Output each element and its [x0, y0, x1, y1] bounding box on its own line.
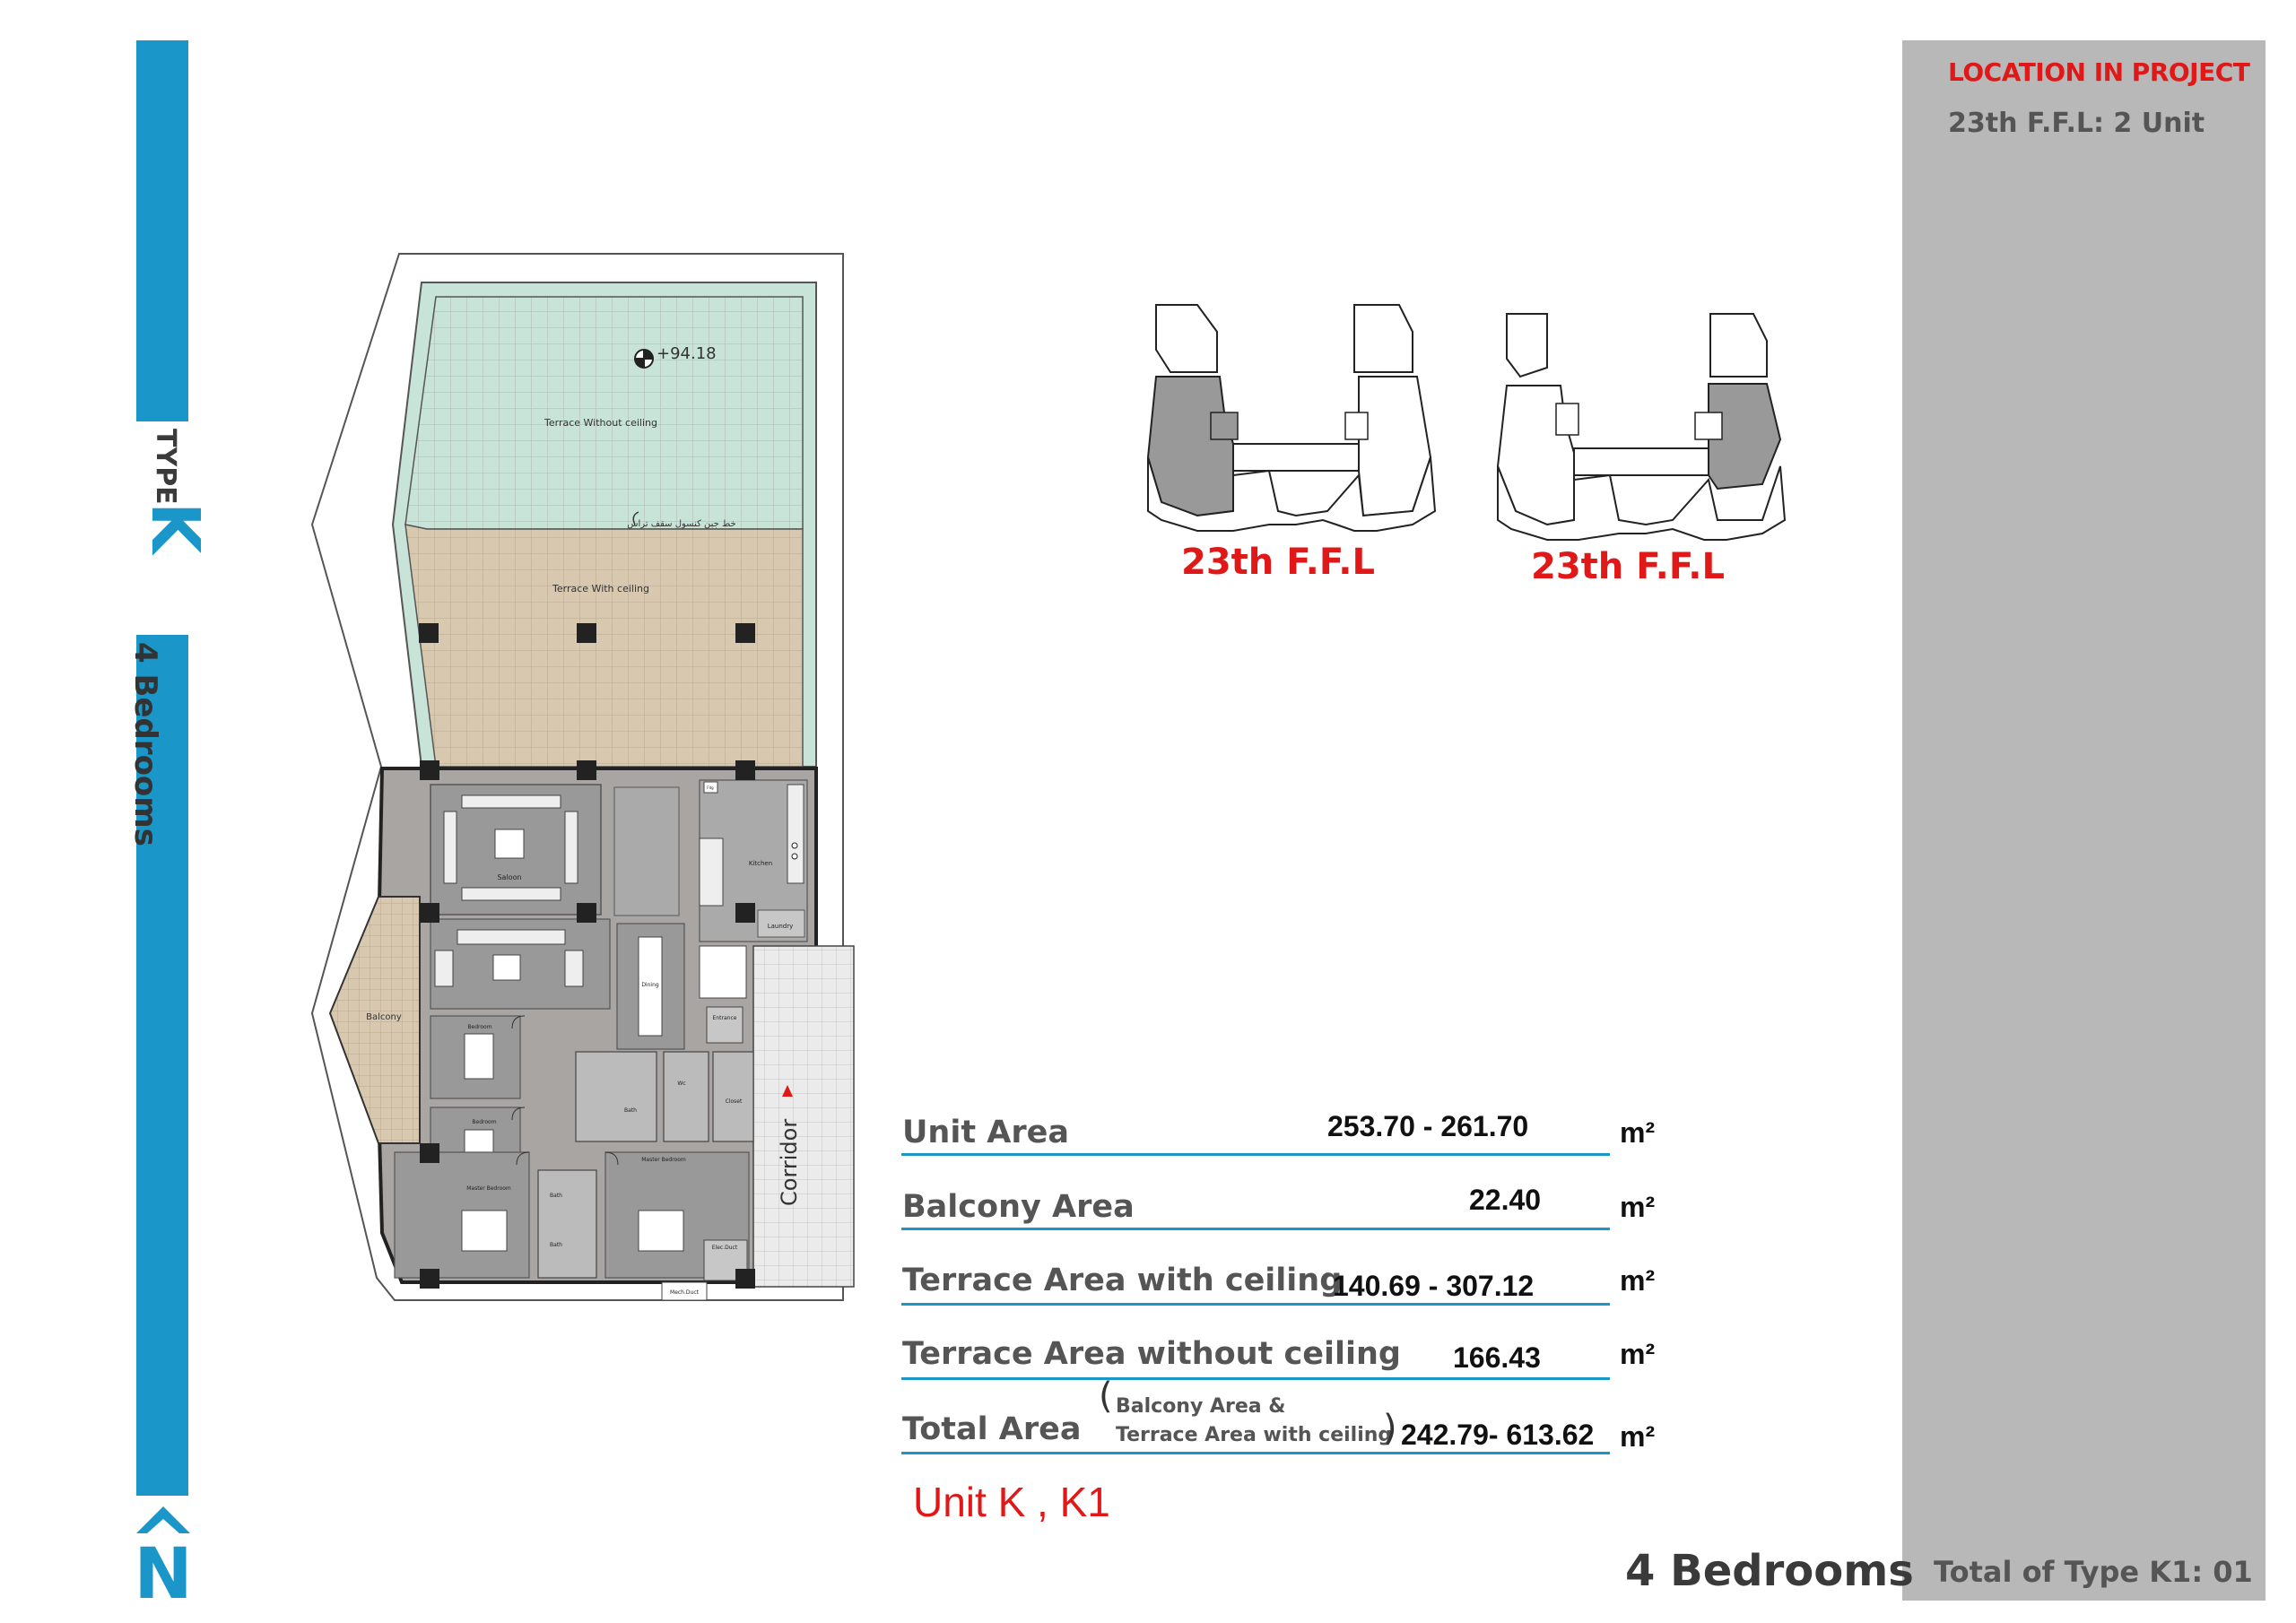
plan-closet-label: Closet [726, 1098, 743, 1105]
plan-mech-duct-label: Mech.Duct [670, 1289, 700, 1296]
balcony-area-value: 22.40 [1469, 1184, 1542, 1216]
plan-level-label: +94.18 [657, 344, 717, 363]
unit-area-line [901, 1153, 1610, 1156]
location-floor-units: 23th F.F.L: 2 Unit [1948, 108, 2205, 139]
unit-area-value: 253.70 - 261.70 [1327, 1110, 1529, 1142]
plan-bath-3-label: Bath [550, 1242, 562, 1248]
north-label: N [135, 1534, 192, 1605]
key-plan-left: 23th F.F.L [1146, 304, 1437, 583]
terrace-no-ceiling-value: 166.43 [1453, 1341, 1541, 1374]
type-total: Total of Type K1: 01 [1934, 1555, 2253, 1589]
unit-area-label: Unit Area [902, 1115, 1069, 1150]
key-plan-right: 23th F.F.L [1496, 313, 1787, 587]
plan-bedroom-1-label: Bedroom [467, 1024, 491, 1030]
balcony-area-unit: m² [1620, 1191, 1656, 1223]
plan-laundry-label: Laundry [768, 923, 794, 930]
plan-master-bedroom-1-label: Master Bedroom [466, 1185, 511, 1192]
plan-bath-2-label: Bath [550, 1193, 562, 1199]
terrace-no-ceiling-unit: m² [1620, 1338, 1656, 1370]
total-area-line [901, 1452, 1610, 1454]
plan-kitchen-label: Kitchen [749, 860, 772, 867]
plan-arabic-note: خط جبن كنسول سقف تراس [627, 519, 735, 529]
plan-corridor-label: Corridor [777, 1119, 802, 1206]
north-arrow-icon: N [135, 1506, 192, 1605]
plan-terrace-covered-label: Terrace With ceiling [552, 583, 649, 595]
balcony-area-label: Balcony Area [902, 1189, 1135, 1225]
floor-plan: +94.18 Terrace Without ceiling خط جبن كن… [310, 253, 855, 1301]
total-area-unit: m² [1620, 1420, 1656, 1453]
sidebar-strip-top [136, 40, 188, 421]
type-letter: K [136, 502, 213, 554]
plan-balcony-label: Balcony [366, 1012, 402, 1022]
plan-wc-label: Wc [677, 1081, 685, 1087]
terrace-open-area [404, 296, 804, 530]
balcony-area-line [901, 1228, 1610, 1230]
location-panel [1902, 40, 2266, 1601]
sidebar-strip-bottom [136, 635, 188, 1496]
total-paren-open: ( [1099, 1376, 1113, 1417]
plan-bedroom-2-label: Bedroom [472, 1119, 496, 1125]
total-note-2: Terrace Area with ceiling [1116, 1424, 1393, 1446]
terrace-no-ceiling-label: Terrace Area without ceiling [902, 1336, 1401, 1372]
bedrooms-vertical: 4 Bedrooms [127, 642, 163, 846]
terrace-ceiling-line [901, 1303, 1610, 1306]
plan-entrance-label: Entrance [713, 1015, 737, 1021]
footer-bedrooms: 4 Bedrooms [1625, 1546, 1914, 1596]
terrace-ceiling-label: Terrace Area with ceiling [902, 1263, 1343, 1298]
plan-salon-label: Saloon [497, 873, 521, 881]
terrace-covered-area [404, 524, 804, 768]
corridor-area [752, 945, 855, 1288]
terrace-ceiling-value: 140.69 - 307.12 [1333, 1270, 1535, 1302]
key-plan-right-label: 23th F.F.L [1531, 546, 1725, 587]
entry-arrow-icon [782, 1085, 793, 1097]
total-area-label: Total Area [902, 1411, 1082, 1447]
plan-elec-duct-label: Elec.Duct [712, 1245, 738, 1251]
location-title: LOCATION IN PROJECT [1948, 57, 2250, 87]
terrace-no-ceiling-line [901, 1377, 1610, 1380]
plan-master-bedroom-2-label: Master Bedroom [641, 1157, 686, 1163]
balcony-area [328, 896, 421, 1144]
terrace-ceiling-unit: m² [1620, 1264, 1656, 1297]
unit-name: Unit K , K1 [913, 1479, 1110, 1525]
plan-dining-label: Dining [641, 982, 659, 988]
type-prefix: TYPE [150, 429, 181, 505]
plan-bath-1-label: Bath [624, 1107, 637, 1114]
total-area-value: 242.79- 613.62 [1401, 1419, 1595, 1451]
key-plan-left-label: 23th F.F.L [1181, 542, 1375, 583]
total-paren-close: ) [1383, 1408, 1397, 1449]
plan-terrace-open-label: Terrace Without ceiling [544, 417, 657, 429]
unit-area-unit: m² [1620, 1116, 1656, 1149]
total-note-1: Balcony Area & [1116, 1395, 1286, 1418]
plan-fridge-label: Fdg [707, 785, 714, 790]
